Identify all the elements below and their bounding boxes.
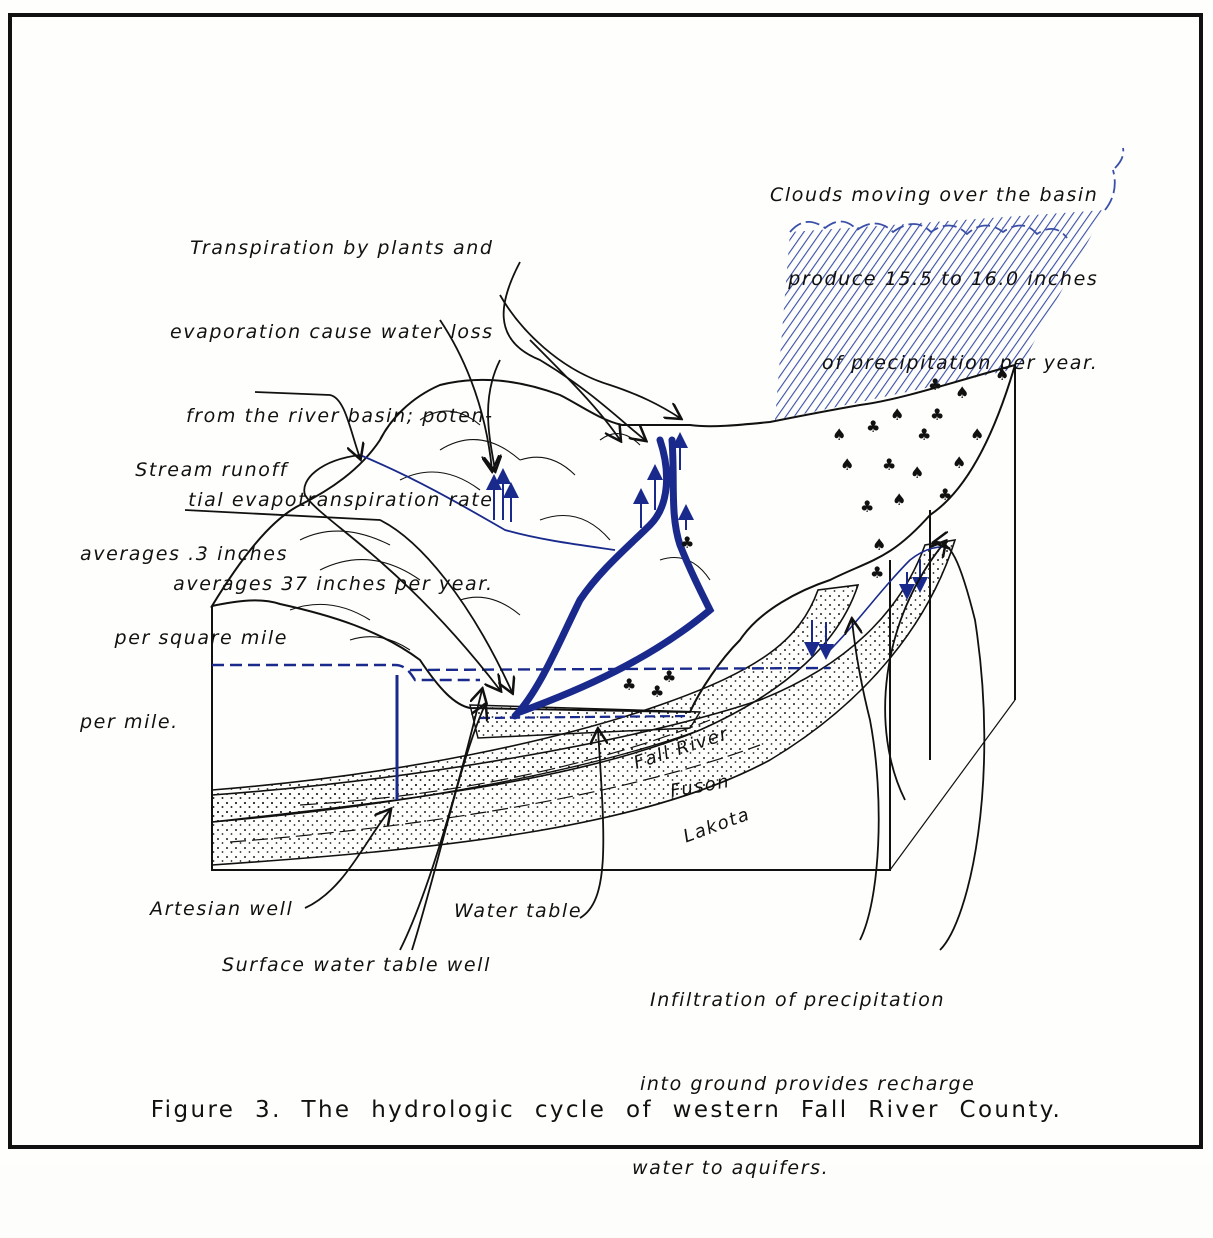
infiltration-label: Infiltration of precipitation into groun… (632, 930, 975, 1238)
stream-runoff-label-line-4: per mile. (80, 708, 288, 736)
infiltration-label-line-1: Infiltration of precipitation (632, 986, 975, 1014)
clouds-label-line-2: produce 15.5 to 16.0 inches (770, 265, 1098, 293)
svg-text:♣: ♣ (870, 563, 884, 582)
infiltration-label-line-2: into ground provides recharge (632, 1070, 975, 1098)
svg-text:♠: ♠ (872, 535, 886, 554)
transpiration-label-line-2: evaporation cause water loss (170, 318, 494, 346)
figure-caption: Figure 3. The hydrologic cycle of wester… (0, 1097, 1213, 1123)
svg-text:♠: ♠ (892, 490, 906, 509)
stream-runoff-label-line-2: averages .3 inches (80, 540, 288, 568)
stream-runoff-label-line-1: Stream runoff (80, 456, 288, 484)
svg-text:♠: ♠ (952, 453, 966, 472)
svg-text:♣: ♣ (882, 455, 896, 474)
river-main (515, 440, 710, 716)
clouds-label-line-1: Clouds moving over the basin (770, 181, 1098, 209)
stream-runoff-label-line-3: per square mile (80, 624, 288, 652)
clouds-label-line-3: of precipitation per year. (770, 349, 1098, 377)
infiltration-label-line-3: water to aquifers. (632, 1154, 975, 1182)
svg-text:♣: ♣ (938, 485, 952, 504)
svg-text:♠: ♠ (910, 463, 924, 482)
transpiration-label-line-1: Transpiration by plants and (170, 234, 494, 262)
svg-text:♣: ♣ (860, 497, 874, 516)
stream-runoff-label: Stream runoff averages .3 inches per squ… (80, 400, 288, 792)
water-table-label: Water table (454, 897, 582, 925)
clouds-label: Clouds moving over the basin produce 15.… (770, 125, 1098, 433)
svg-text:♠: ♠ (840, 455, 854, 474)
surface-water-table-well-label: Surface water table well (222, 951, 491, 979)
svg-text:♣: ♣ (622, 675, 636, 694)
svg-text:♣: ♣ (680, 533, 694, 552)
hydrologic-cycle-figure: ♣♠♠ ♠♣♠ ♣♠♣ ♠♣♠ ♣♠♣ ♠♠♣ ♣♣♣ ♣ (0, 0, 1213, 1165)
artesian-well-label: Artesian well (150, 895, 293, 923)
svg-text:♣: ♣ (662, 667, 676, 686)
